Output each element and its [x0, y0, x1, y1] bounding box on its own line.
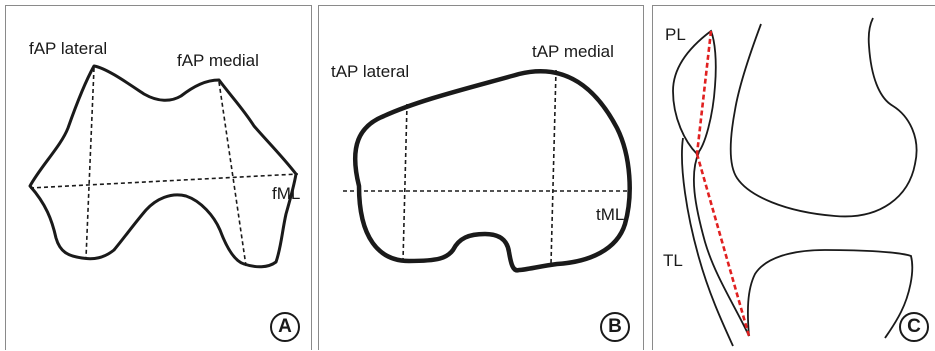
- panel-badge-b: B: [600, 312, 630, 342]
- fap-lateral-line: [85, 67, 95, 259]
- patellar-length-line: [695, 30, 713, 155]
- fap-medial-label: fAP medial: [177, 51, 259, 70]
- fap-medial-line: [218, 81, 247, 267]
- tap-lateral-line: [402, 103, 408, 262]
- femur-outline: [28, 64, 298, 269]
- femur-outline-drawing: [28, 64, 299, 269]
- patellar-tendon-length-line: [695, 153, 751, 337]
- panel-badge-c: C: [899, 312, 929, 342]
- pl-label: PL: [665, 25, 686, 44]
- knee-sagittal-drawing: [672, 17, 918, 347]
- fml-label: fML: [272, 184, 301, 203]
- tibia-outline: [353, 68, 632, 273]
- tap-medial-line: [550, 69, 557, 265]
- panel-b-tibia: tAP lateral tAP medial tML B: [318, 5, 644, 350]
- femur-condyle-outline: [729, 17, 918, 218]
- tml-label: tML: [596, 205, 625, 224]
- panel-badge-a: A: [270, 312, 300, 342]
- fibula-outline: [681, 137, 734, 347]
- tl-label: TL: [663, 251, 683, 270]
- tibia-outline-drawing: [343, 68, 632, 273]
- panel-a-femur: fAP lateral fAP medial fML A: [5, 5, 312, 350]
- fap-lateral-label: fAP lateral: [29, 39, 108, 58]
- panel-c-knee-sagittal: PL TL C: [652, 5, 935, 350]
- tibia-outline: [693, 151, 914, 339]
- tap-medial-label: tAP medial: [532, 42, 614, 61]
- tap-lateral-label: tAP lateral: [331, 62, 410, 81]
- fml-line: [29, 173, 299, 189]
